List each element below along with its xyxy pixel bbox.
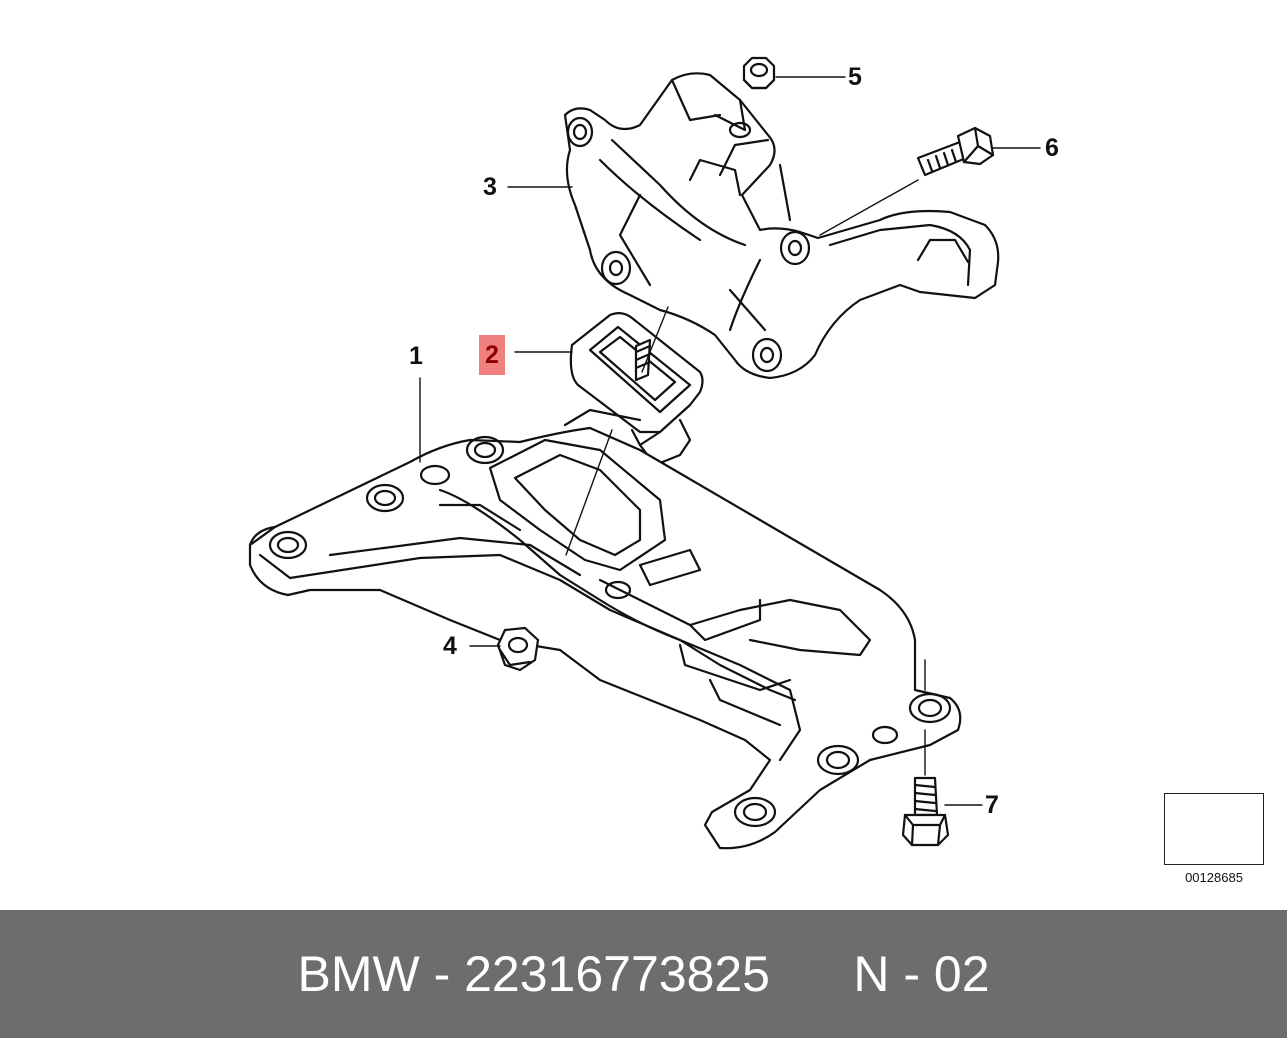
callout-6: 6 [1045, 134, 1059, 162]
transmission-bracket-part-3 [563, 72, 1000, 380]
crossmember-part-1 [248, 408, 962, 850]
leader-lines [419, 76, 1041, 806]
footer-page-ref: N - 02 [853, 946, 990, 1002]
footer-part-number: 22316773825 [464, 946, 770, 1002]
footer-separator: - [419, 946, 465, 1002]
reference-box [1164, 793, 1264, 865]
footer-caption: BMW - 22316773825 N - 02 [0, 910, 1287, 1038]
footer-gap [770, 945, 853, 1003]
diagram-code: 00128685 [1185, 870, 1243, 885]
bolt-part-7 [901, 776, 950, 847]
footer-bar: BMW - 22316773825 N - 02 [0, 910, 1287, 1038]
footer-brand: BMW [297, 946, 420, 1002]
callout-4: 4 [443, 632, 457, 660]
bolt-part-6 [916, 126, 995, 177]
callout-1: 1 [409, 342, 423, 370]
rubber-mount-part-2 [569, 311, 704, 467]
nut-part-5 [742, 56, 776, 90]
callout-2-highlighted: 2 [479, 335, 505, 375]
callout-7: 7 [985, 791, 999, 819]
nut-part-4 [496, 626, 540, 672]
callout-5: 5 [848, 63, 862, 91]
callout-3: 3 [483, 173, 497, 201]
parts-diagram [248, 56, 1256, 855]
